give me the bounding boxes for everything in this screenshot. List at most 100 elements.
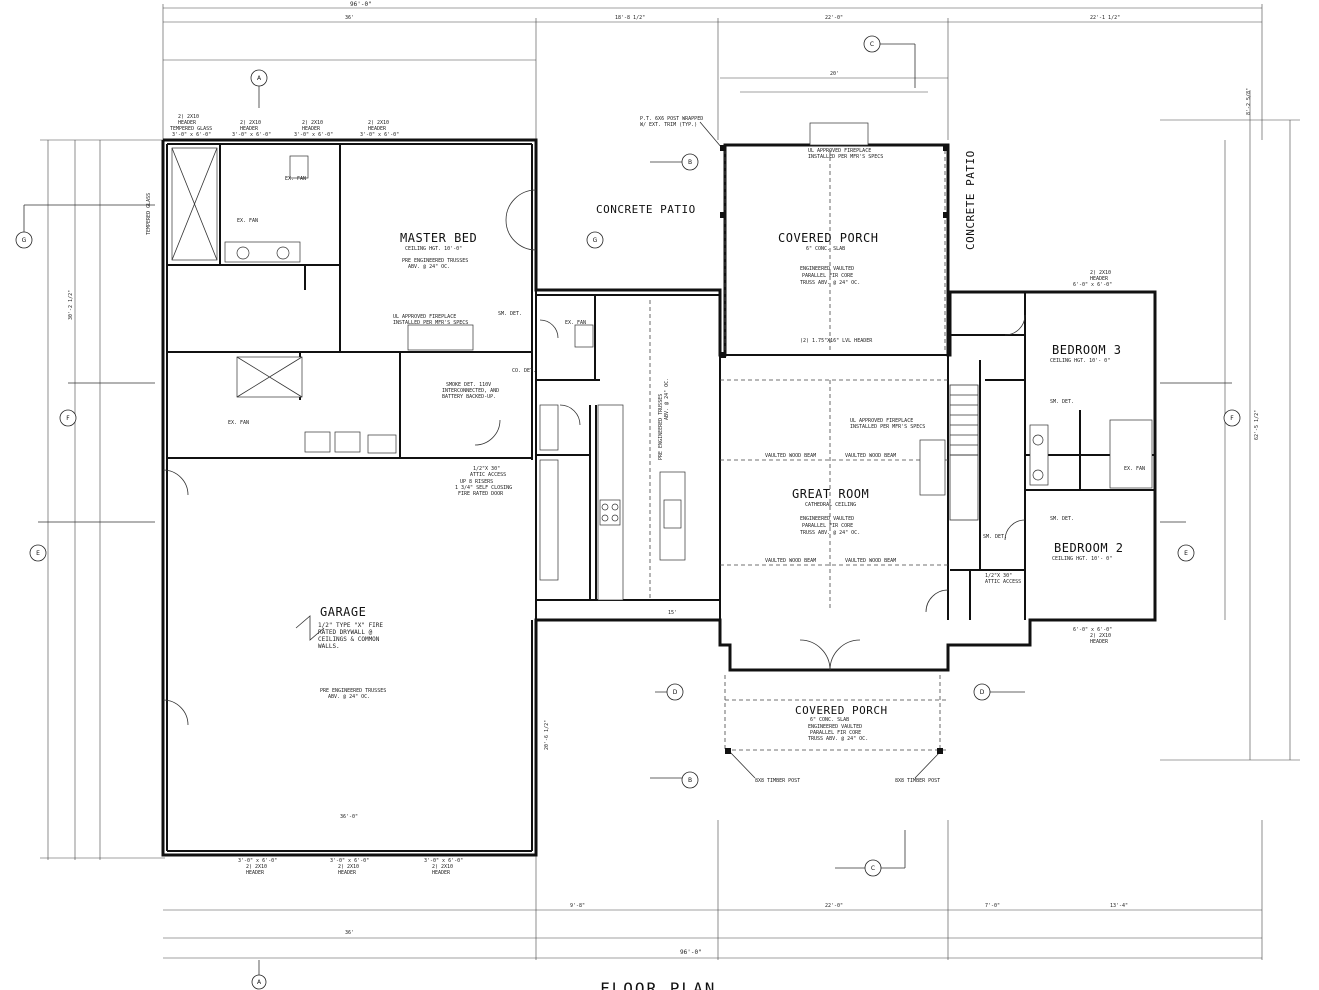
porch-rear-slab: 6" CONC. SLAB	[806, 246, 845, 252]
marker-g-left: G	[15, 204, 155, 249]
dim-garage-width: 36'-0"	[340, 814, 358, 820]
note-fire-door-2: 1 3/4" SELF CLOSING	[455, 485, 512, 491]
dim-great-depth: 20'-6 1/2"	[544, 720, 550, 750]
note-kitchen-trusses-2: ABV. @ 24" OC.	[664, 378, 670, 420]
note-fireplace-master: UL APPROVED FIREPLACE	[393, 314, 456, 320]
svg-text:B: B	[688, 777, 692, 784]
note-fireplace-porch: UL APPROVED FIREPLACE	[808, 148, 871, 154]
dim-right-overall: 62'-5 1/2"	[1254, 410, 1260, 440]
marker-a-bottom: A	[251, 960, 267, 990]
svg-text:E: E	[36, 550, 40, 557]
hdr-g3: 3'-0" x 6'-0"	[424, 858, 463, 864]
master-toilet	[289, 155, 309, 179]
note-tempered-glass-1: TEMPERED GLASS	[146, 193, 152, 235]
marker-c-bottom: C	[835, 830, 906, 877]
hdr-4: 2) 2X10	[368, 120, 389, 126]
note-fireplace-great-2: INSTALLED PER MFR'S SPECS	[850, 424, 925, 430]
hdr-1b: HEADER	[178, 120, 197, 126]
marker-e-right: E	[1160, 521, 1195, 562]
dim-top-right: 22'-1 1/2"	[1090, 15, 1120, 21]
note-tempered-glass-2: TEMPERED GLASS	[170, 126, 212, 132]
fridge	[539, 404, 559, 451]
dim-bottom-porch: 22'-0"	[825, 903, 843, 909]
hdr-b3c: HEADER	[1090, 276, 1109, 282]
note-attic-1: 1/2"X 30"	[473, 466, 500, 472]
room-great-room: GREAT ROOM	[792, 487, 869, 501]
porch-fireplace	[809, 122, 869, 146]
garage-section-arrow	[295, 615, 325, 641]
svg-text:A: A	[257, 979, 262, 986]
hdr-2c: 3'-0" x 6'-0"	[232, 132, 271, 138]
dim-bottom-r1: 7'-0"	[985, 903, 1000, 909]
note-sm-det-2: SM. DET.	[1050, 399, 1074, 405]
bedroom3-ceiling: CEILING HGT. 10'- 0"	[1050, 358, 1110, 364]
dim-left-overall: 30'-2 1/2"	[68, 290, 74, 320]
hdr-3c: 3'-0" x 6'-0"	[294, 132, 333, 138]
svg-text:F: F	[1230, 415, 1234, 422]
porch-front-l2: PARALLEL FIR CORE	[810, 730, 861, 736]
porch-front-l1: ENGINEERED VAULTED	[808, 724, 862, 730]
hdr-4c: 3'-0" x 6'-0"	[360, 132, 399, 138]
note-sm-det-4: SM. DET.	[983, 534, 1007, 540]
garage-trusses: PRE ENGINEERED TRUSSES	[320, 688, 386, 694]
hdr-g1: 3'-0" x 6'-0"	[238, 858, 277, 864]
room-bedroom2: BEDROOM 2	[1054, 541, 1124, 555]
svg-text:F: F	[66, 415, 70, 422]
dim-kitchen-width: 15'	[668, 610, 677, 616]
note-fireplace-master-2: INSTALLED PER MFR'S SPECS	[393, 320, 468, 326]
pantry-shelves	[539, 459, 559, 581]
svg-text:D: D	[980, 689, 985, 696]
hdr-3b: HEADER	[302, 126, 321, 132]
room-covered-porch-front: COVERED PORCH	[795, 704, 888, 717]
dim-top-left: 36'	[345, 15, 354, 21]
note-vaulted-beam-2: VAULTED WOOD BEAM	[845, 453, 896, 459]
note-attic-4: ATTIC ACCESS	[985, 579, 1021, 585]
hdr-g3b: 2) 2X10	[432, 864, 453, 870]
dim-bottom-r2: 13'-4"	[1110, 903, 1128, 909]
great-room-l2: PARALLEL FIR CORE	[802, 523, 853, 529]
hdr-g2b: 2) 2X10	[338, 864, 359, 870]
dimension-lines	[40, 4, 1300, 960]
marker-g-patio: G	[586, 231, 604, 249]
note-vaulted-beam-4: VAULTED WOOD BEAM	[845, 558, 896, 564]
garage-l1: 1/2" TYPE "X" FIRE	[318, 622, 383, 629]
interior-walls	[167, 144, 1155, 620]
bath2-shower	[1109, 419, 1153, 489]
dim-overall-top: 96'-0"	[350, 1, 372, 8]
porch-rear-l1: ENGINEERED VAULTED	[800, 266, 854, 272]
great-room-l1: ENGINEERED VAULTED	[800, 516, 854, 522]
note-fire-door-1: UP 8 RISERS	[460, 479, 493, 485]
note-fire-door-3: FIRE RATED DOOR	[458, 491, 504, 497]
porch-posts	[720, 145, 949, 754]
washer	[304, 431, 331, 453]
hdr-g2: 3'-0" x 6'-0"	[330, 858, 369, 864]
sheet-title: FLOOR PLAN	[600, 979, 716, 990]
note-smoke-2: INTERCONNECTED, AND	[442, 388, 499, 394]
master-spacing: ABV. @ 24" OC.	[408, 264, 450, 270]
marker-b-bottom: B	[650, 771, 699, 789]
porch-rear-l2: PARALLEL FIR CORE	[802, 273, 853, 279]
note-attic-3: 1/2"X 30"	[985, 573, 1012, 579]
hdr-3: 2) 2X10	[302, 120, 323, 126]
note-smoke-3: BATTERY BACKED-UP.	[442, 394, 496, 400]
note-vaulted-beam-3: VAULTED WOOD BEAM	[765, 558, 816, 564]
marker-d-left: D	[655, 683, 684, 701]
svg-text:G: G	[22, 237, 27, 244]
marker-f-left: F	[59, 382, 155, 427]
stairs	[949, 384, 979, 521]
svg-text:C: C	[871, 865, 875, 872]
master-ceiling: CEILING HGT. 10'-0"	[405, 246, 462, 252]
note-vaulted-beam-1: VAULTED WOOD BEAM	[765, 453, 816, 459]
doors	[162, 189, 1026, 726]
marker-e-left: E	[29, 521, 155, 562]
note-fireplace-porch-2: INSTALLED PER MFR'S SPECS	[808, 154, 883, 160]
exterior-walls	[161, 138, 1157, 857]
note-post-wrap-1: P.T. 6X6 POST WRAPPED	[640, 116, 703, 122]
hdr-g2c: HEADER	[338, 870, 357, 876]
note-post-wrap-2: W/ EXT. TRIM (TYP.)	[640, 122, 697, 128]
hdr-b3b: 2) 2X10	[1090, 270, 1111, 276]
note-sm-det-3: SM. DET.	[1050, 516, 1074, 522]
hdr-b2b: 2) 2X10	[1090, 633, 1111, 639]
room-master-bed: MASTER BED	[400, 231, 477, 245]
dim-overall-bottom: 96'-0"	[680, 949, 702, 956]
